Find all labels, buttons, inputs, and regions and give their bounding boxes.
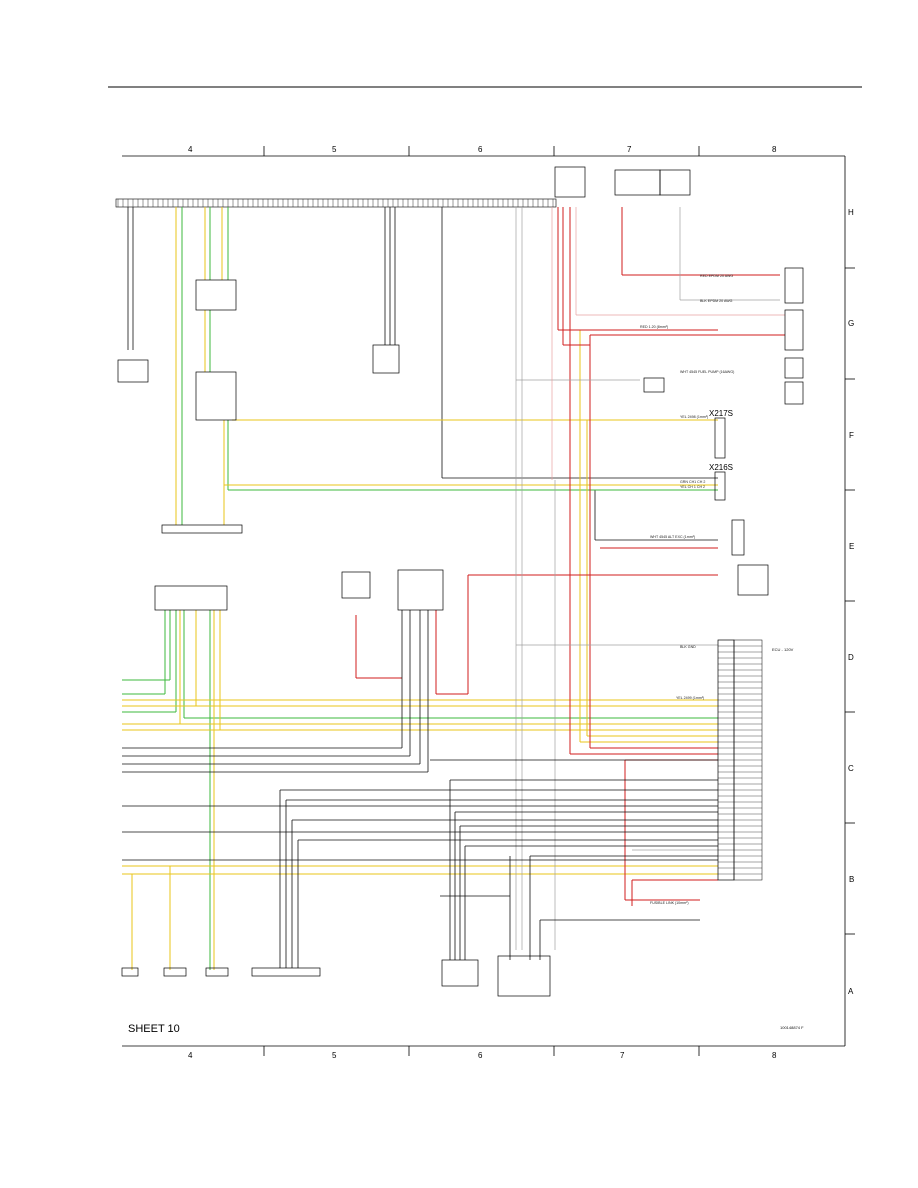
wire-label: RED EPDM 20 AWG (700, 274, 733, 278)
row-labels: H G F E D C B A (848, 208, 854, 996)
wire-label: FUSIBLE LINK (10mm²) (650, 901, 689, 905)
row-label: G (848, 319, 854, 328)
col-label: 8 (772, 1051, 777, 1060)
row-label: B (849, 875, 854, 884)
drawing-frame (122, 146, 855, 1056)
col-label: 8 (772, 145, 777, 154)
col-label: 5 (332, 1051, 337, 1060)
pink-wires (551, 207, 785, 480)
col-label: 6 (478, 1051, 483, 1060)
row-label: E (849, 542, 854, 551)
black-ecu-buses (122, 610, 718, 968)
top-harness-pin-strip (115, 198, 557, 208)
wire-label: RED 1.20 (8mm²) (640, 325, 668, 329)
mid-connectors (117, 279, 444, 611)
column-labels-top: 4 5 6 7 8 (188, 145, 777, 154)
col-label: 7 (627, 145, 632, 154)
drawing-number: 100148874 F (780, 1025, 804, 1030)
row-label: F (849, 431, 854, 440)
wire-label: GRN CH1 CH 2 (680, 480, 705, 484)
wire-label: YEL CH 1 CH 2 (680, 485, 705, 489)
col-label: 4 (188, 145, 193, 154)
gray-wires (515, 207, 780, 950)
wire-label: YEL 2498 (1mm²) (680, 415, 708, 419)
wire-labels: RED EPDM 20 AWG BLK EPDM 20 AWG RED 1.20… (640, 274, 734, 905)
wire-label: BLK GND (680, 645, 696, 649)
col-label: 7 (620, 1051, 625, 1060)
row-label: D (848, 653, 854, 662)
row-label: H (848, 208, 854, 217)
wire-label: WHT 4545 FUEL PUMP (16AWG) (680, 370, 734, 374)
wire-label: BLK EPDM 20 AWG (700, 299, 733, 303)
red-wires (355, 207, 785, 906)
x217s-connector: X217S (709, 409, 733, 459)
x217s-label: X217S (709, 409, 733, 418)
yellow-wires (122, 207, 718, 970)
ecu-label: ECU - 120V (772, 647, 794, 652)
col-label: 4 (188, 1051, 193, 1060)
col-label: 5 (332, 145, 337, 154)
wire-label: YEL 2499 (1mm²) (676, 696, 704, 700)
bottom-connectors (121, 955, 551, 997)
top-right-connectors (554, 166, 804, 596)
wire-label: WHT 4545 ALT EXC (1mm²) (650, 535, 695, 539)
col-label: 6 (478, 145, 483, 154)
row-label: A (848, 987, 854, 996)
ecu-connector: ECU - 120V (717, 639, 794, 881)
x216s-label: X216S (709, 463, 733, 472)
sheet-label: SHEET 10 (128, 1023, 180, 1035)
x216s-connector: X216S (709, 463, 733, 501)
row-label: C (848, 764, 854, 773)
green-wires (122, 207, 718, 970)
column-labels-bottom: 4 5 6 7 8 (188, 1051, 777, 1060)
